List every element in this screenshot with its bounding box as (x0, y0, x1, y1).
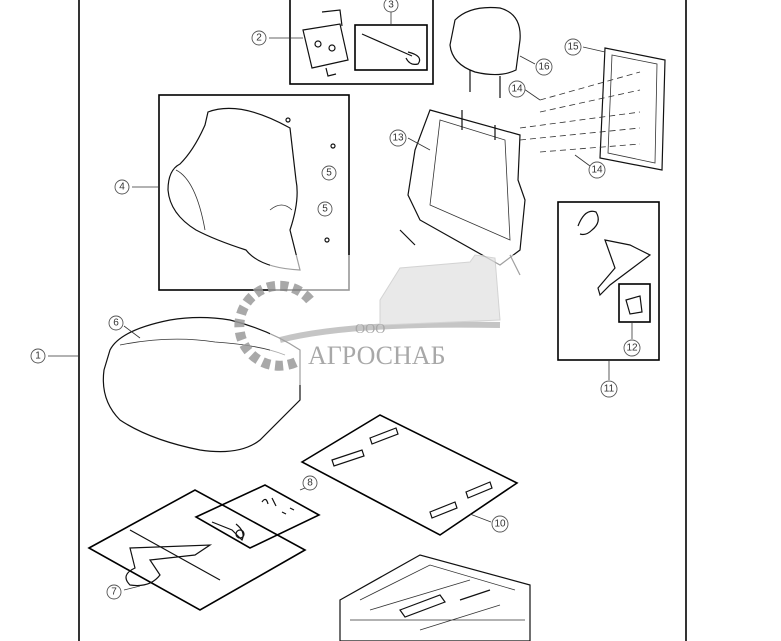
svg-text:10: 10 (494, 519, 506, 530)
callout-1: 1 (30, 348, 46, 364)
watermark-name: АГРОСНАБ (308, 341, 446, 370)
svg-text:8: 8 (307, 478, 313, 489)
callout-10: 10 (491, 515, 509, 533)
callout-13: 13 (389, 129, 407, 147)
watermark-prefix: ООО (355, 322, 385, 337)
callout-12: 12 (623, 339, 641, 357)
svg-text:5: 5 (322, 204, 328, 215)
part-7-group (87, 489, 307, 611)
leader-14a (523, 88, 541, 101)
callout-5b: 5 (317, 201, 333, 217)
part-8-group (194, 484, 321, 549)
svg-text:7: 7 (111, 587, 117, 598)
seat-base-mechanism (339, 554, 531, 641)
svg-text:4: 4 (119, 182, 125, 193)
svg-text:5: 5 (326, 168, 332, 179)
svg-text:11: 11 (604, 384, 615, 395)
callout-14b: 14 (588, 161, 606, 179)
part-6-seam (119, 338, 286, 356)
callout-4: 4 (114, 179, 130, 195)
svg-text:14: 14 (511, 84, 523, 95)
svg-text:14: 14 (591, 165, 603, 176)
svg-text:2: 2 (256, 33, 262, 44)
svg-text:15: 15 (567, 42, 579, 53)
svg-text:6: 6 (113, 318, 119, 329)
svg-text:12: 12 (626, 343, 638, 354)
callout-2: 2 (251, 30, 267, 46)
callout-14a: 14 (508, 80, 526, 98)
callout-7: 7 (106, 584, 122, 600)
part-11-group (557, 201, 660, 380)
callout-15: 15 (564, 38, 582, 56)
part-2-3-group (269, 0, 434, 85)
part-16-headrest (449, 6, 536, 98)
svg-text:3: 3 (388, 0, 394, 11)
part-10-group (300, 414, 519, 536)
svg-text:13: 13 (392, 133, 404, 144)
callout-11: 11 (600, 380, 618, 398)
callout-8: 8 (302, 475, 318, 491)
callout-6: 6 (108, 315, 124, 331)
part-15-back-panel (582, 46, 666, 171)
callout-3: 3 (383, 0, 399, 13)
callout-16: 16 (535, 58, 553, 76)
svg-text:16: 16 (538, 62, 550, 73)
svg-text:1: 1 (35, 351, 41, 362)
part-13-back-frame (399, 109, 526, 276)
fastener-lines (519, 71, 641, 153)
part-6-cushion (102, 316, 301, 453)
callout-5a: 5 (321, 165, 337, 181)
leader-14b (574, 154, 591, 167)
agrosnab-watermark-logo: ООО АГРОСНАБ (234, 254, 535, 385)
leader-6 (123, 325, 141, 339)
